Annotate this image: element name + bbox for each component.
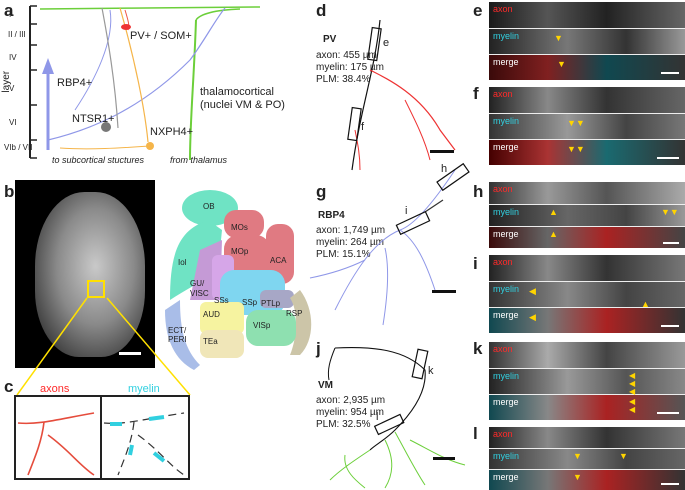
vm-box-k: k: [428, 365, 434, 377]
rbp4-axon: axon: 1,749 µm: [316, 225, 386, 236]
micro-i-merge-label: merge: [493, 310, 519, 320]
panel-a-schematic: [29, 5, 261, 161]
region-ob: OB: [203, 202, 215, 211]
panel-label-h: h: [473, 182, 484, 201]
zoom-lines: [16, 297, 191, 396]
myelin-title: myelin: [128, 383, 160, 395]
micrograph-k: axon myelin merge ◀◀◀ ◀◀: [489, 342, 685, 420]
from-thalamus-label: from thalamus: [170, 155, 228, 165]
panel-label-d: d: [316, 1, 327, 20]
micro-i-axon-label: axon: [493, 257, 513, 267]
pv-myelin: myelin: 175 µm: [316, 62, 385, 73]
micro-i-myelin-label: myelin: [493, 284, 520, 294]
vm-myelin: myelin: 954 µm: [316, 407, 385, 418]
micro-h-axon-label: axon: [493, 184, 513, 194]
micro-f-myelin-label: myelin: [493, 116, 520, 126]
layer-label-3: IV: [9, 53, 17, 62]
vm-plm: PLM: 32.5%: [316, 419, 371, 430]
micro-e-merge-label: merge: [493, 57, 519, 67]
region-mop: MOp: [231, 247, 249, 256]
rbp4-box-i: i: [405, 205, 408, 217]
micro-l-axon-label: axon: [493, 429, 513, 439]
micrograph-f: axon myelin merge ▼▼ ▼▼: [489, 87, 685, 165]
rbp4-myelin: myelin: 264 µm: [316, 237, 385, 248]
thalamocortical-nuclei-label: (nuclei VM & PO): [200, 99, 285, 111]
axons-title: axons: [40, 383, 70, 395]
region-mos: MOs: [231, 223, 248, 232]
region-visp: VISp: [253, 321, 271, 330]
micro-k-myelin-label: myelin: [493, 371, 520, 381]
pv-som-label: PV+ / SOM+: [130, 30, 192, 42]
pv-box-f: f: [361, 121, 365, 133]
rbp4-label: RBP4+: [57, 77, 93, 89]
region-aud: AUD: [203, 310, 220, 319]
panel-label-f: f: [473, 84, 479, 103]
region-aca: ACA: [270, 256, 287, 265]
rbp4-plm: PLM: 15.1%: [316, 249, 371, 260]
region-gu: GU/: [190, 279, 205, 288]
panel-label-a: a: [4, 1, 14, 20]
micro-l-myelin-label: myelin: [493, 451, 520, 461]
micro-h-myelin-label: myelin: [493, 207, 520, 217]
subcortical-label: to subcortical stuctures: [52, 155, 145, 165]
panel-label-g: g: [316, 182, 327, 201]
micro-h-merge-label: merge: [493, 229, 519, 239]
micrograph-h: axon myelin merge ▲ ▼▼ ▲: [489, 182, 685, 248]
region-ect: ECT/: [168, 326, 187, 335]
layer-label-6: VIb / VII: [4, 143, 33, 152]
panel-c-box: [14, 395, 190, 480]
layer-label-5: VI: [9, 118, 17, 127]
panel-label-e: e: [473, 1, 483, 20]
pv-neuron-trace: [347, 19, 456, 171]
micrograph-e: axon myelin merge ▼ ▼: [489, 2, 685, 80]
pv-plm: PLM: 38.4%: [316, 74, 371, 85]
thalamocortical-label: thalamocortical: [200, 86, 274, 98]
layer-label-4: V: [9, 84, 15, 93]
micro-k-axon-label: axon: [493, 344, 513, 354]
region-ssp: SSp: [242, 298, 258, 307]
panel-label-l: l: [473, 424, 478, 443]
micro-l-merge-label: merge: [493, 472, 519, 482]
pv-box-e: e: [383, 37, 390, 49]
ntsr1-label: NTSR1+: [72, 113, 115, 125]
vm-box-l: l: [376, 411, 379, 423]
region-rsp: RSP: [286, 309, 303, 318]
vm-axon: axon: 2,935 µm: [316, 395, 386, 406]
region-ptlp: PTLp: [261, 299, 281, 308]
panel-label-k: k: [473, 339, 483, 358]
micro-f-axon-label: axon: [493, 89, 513, 99]
rbp4-neuron-trace: [309, 162, 470, 326]
panel-label-c: c: [4, 377, 14, 396]
region-visc: VISC: [190, 289, 209, 298]
panel-c-traces: [17, 412, 185, 476]
panel-label-j: j: [316, 339, 321, 358]
layer-label-1: I: [9, 10, 12, 19]
micrograph-i: axon myelin merge ◀ ▲ ◀: [489, 255, 685, 333]
panel-label-i: i: [473, 254, 478, 273]
micro-e-myelin-label: myelin: [493, 31, 520, 41]
pv-name: PV: [323, 34, 337, 45]
region-tea: TEa: [203, 337, 218, 346]
panel-label-b: b: [4, 182, 15, 201]
rbp4-box-h: h: [441, 163, 448, 175]
region-sss: SSs: [214, 296, 229, 305]
pv-axon: axon: 455 µm: [316, 50, 377, 61]
brain-image: [15, 180, 155, 368]
micro-f-merge-label: merge: [493, 142, 519, 152]
rbp4-name: RBP4: [318, 210, 345, 221]
vm-name: VM: [318, 380, 333, 391]
brain-region-map: [165, 190, 312, 370]
vm-neuron-trace: [327, 347, 466, 489]
micrograph-l: axon myelin merge ▼ ▼ ▼: [489, 427, 685, 490]
layer-label-2: II / III: [8, 30, 26, 39]
micro-k-merge-label: merge: [493, 397, 519, 407]
region-iol: Iol: [178, 258, 187, 267]
region-peri: PERI: [168, 335, 187, 344]
micro-e-axon-label: axon: [493, 4, 513, 14]
nxph4-label: NXPH4+: [150, 126, 194, 138]
